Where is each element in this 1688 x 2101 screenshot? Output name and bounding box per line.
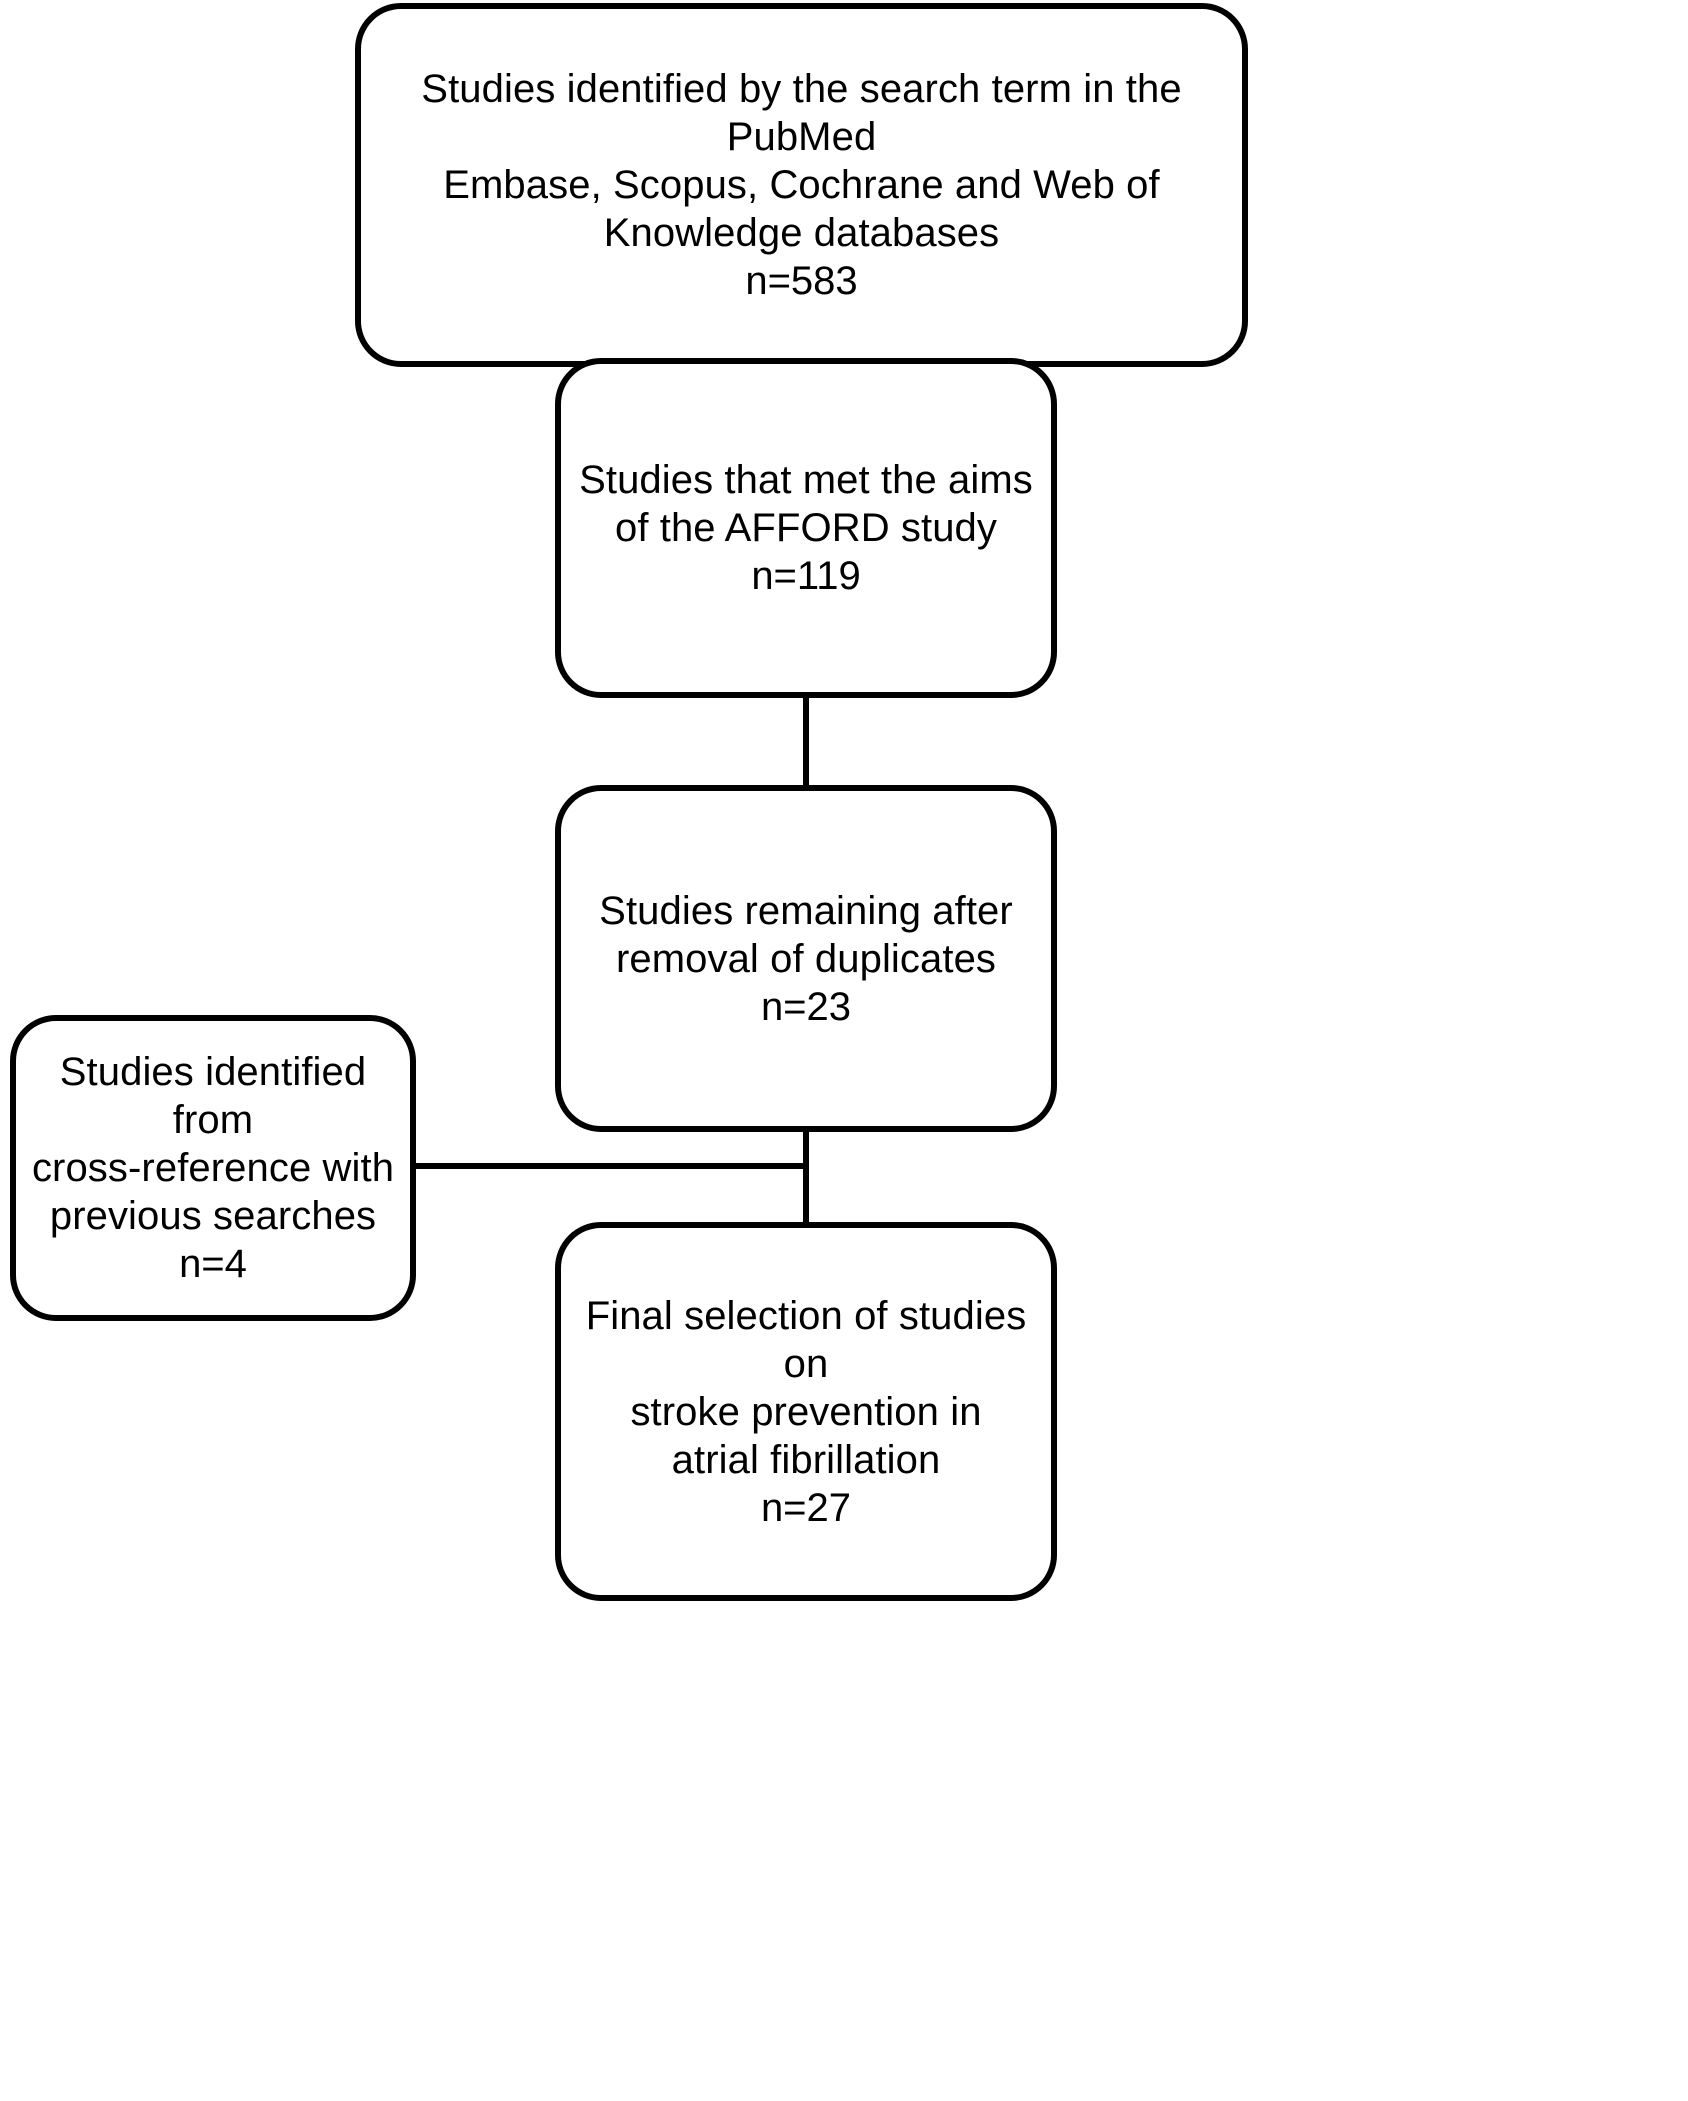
flow-node-final-selection: Final selection of studies on stroke pre… [555, 1222, 1057, 1601]
flow-node-studies-met-aims: Studies that met the aims of the AFFORD … [555, 358, 1057, 698]
connector-duplicates-to-final [803, 1126, 809, 1228]
flow-node-count: n=4 [179, 1242, 247, 1286]
flow-node-label: Studies remaining after removal of dupli… [599, 888, 1013, 981]
flow-node-count: n=583 [745, 259, 858, 303]
flow-node-label: Final selection of studies on stroke pre… [585, 1293, 1027, 1482]
connector-aims-to-duplicates [803, 692, 809, 792]
flow-node-count: n=27 [760, 1485, 852, 1530]
flow-node-count: n=119 [751, 554, 861, 598]
flow-node-count: n=23 [760, 984, 852, 1029]
connector-crossref-to-main-column [413, 1163, 806, 1169]
flow-node-label: Studies that met the aims of the AFFORD … [579, 458, 1033, 550]
flow-node-studies-after-duplicates: Studies remaining after removal of dupli… [555, 785, 1057, 1132]
flow-node-label: Studies identified by the search term in… [421, 67, 1182, 255]
flow-node-label: Studies identified from cross-reference … [31, 1050, 395, 1238]
flow-node-studies-cross-reference: Studies identified from cross-reference … [10, 1015, 416, 1321]
flow-node-studies-identified: Studies identified by the search term in… [355, 3, 1248, 367]
